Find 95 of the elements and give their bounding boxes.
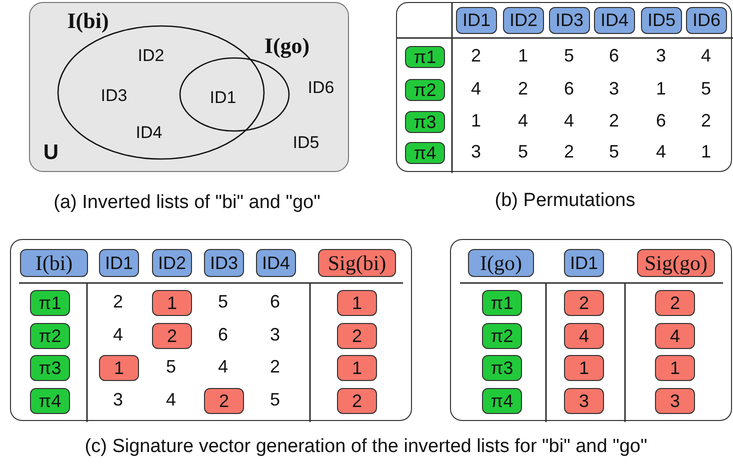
rank-value: 5 xyxy=(701,78,711,100)
rank-value: 1 xyxy=(656,78,666,100)
id-tag: ID4 xyxy=(594,7,635,34)
rank-value: 4 xyxy=(471,78,481,100)
permutation-tag: π3 xyxy=(482,355,522,381)
universe-box xyxy=(29,2,349,172)
rank-value: 1 xyxy=(701,142,711,162)
id-tag: I(bi) xyxy=(20,249,88,277)
figure-caption: (c) Signature vector generation of the inverted lists for "bi" and "go" xyxy=(84,436,648,458)
rank-value: 5 xyxy=(564,46,574,66)
permutation-tag: π3 xyxy=(405,111,445,133)
id-tag: ID2 xyxy=(503,7,544,34)
permutation-tag: π4 xyxy=(482,388,522,414)
id-tag: ID1 xyxy=(99,249,139,277)
value-highlight: 1 xyxy=(655,355,695,381)
rank-value: 2 xyxy=(609,110,619,132)
element-label: ID1 xyxy=(210,88,236,108)
value-highlight: 2 xyxy=(152,323,192,349)
permutation-tag: π1 xyxy=(405,46,445,68)
value-highlight: 3 xyxy=(655,388,695,414)
permutation-tag: π1 xyxy=(30,290,70,316)
rank-value: 4 xyxy=(518,110,528,132)
value-highlight: 2 xyxy=(564,290,604,316)
id-tag: I(go) xyxy=(468,249,534,277)
value-highlight: 3 xyxy=(564,388,604,414)
id-tag: ID4 xyxy=(256,249,296,277)
rank-value: 4 xyxy=(218,356,228,378)
rank-value: 3 xyxy=(270,324,280,346)
rank-value: 2 xyxy=(701,110,711,132)
rank-value: 4 xyxy=(701,46,711,66)
rank-value: 6 xyxy=(270,292,280,312)
rank-value: 6 xyxy=(564,78,574,100)
figure-caption: (b) Permutations xyxy=(494,190,636,212)
rank-value: 5 xyxy=(609,142,619,162)
universe-label: U xyxy=(43,141,59,165)
table-panel xyxy=(10,239,412,421)
rank-value: 4 xyxy=(564,110,574,132)
rank-value: 3 xyxy=(471,142,481,162)
permutation-tag: π3 xyxy=(30,355,70,381)
rank-value: 3 xyxy=(113,390,123,410)
table-panel xyxy=(450,239,732,421)
rank-value: 2 xyxy=(518,78,528,100)
rank-value: 4 xyxy=(166,390,176,410)
rank-value: 5 xyxy=(518,142,528,162)
permutation-tag: π2 xyxy=(405,79,445,101)
permutation-tag: π2 xyxy=(482,323,522,349)
permutation-tag: π1 xyxy=(482,290,522,316)
value-highlight: 1 xyxy=(564,355,604,381)
id-tag: ID6 xyxy=(686,7,727,34)
id-tag: ID3 xyxy=(549,7,590,34)
rank-value: 5 xyxy=(166,356,176,378)
rank-value: 2 xyxy=(270,356,280,378)
set-label: I(go) xyxy=(264,33,310,59)
element-label: ID4 xyxy=(136,123,162,143)
value-highlight: Sig(go) xyxy=(637,249,715,277)
id-tag: ID1 xyxy=(564,249,604,277)
rank-value: 6 xyxy=(218,324,228,346)
rank-value: 2 xyxy=(113,292,123,312)
id-tag: ID5 xyxy=(641,7,682,34)
figure-caption: (a) Inverted lists of "bi" and "go" xyxy=(54,192,320,214)
rank-value: 6 xyxy=(656,110,666,132)
value-highlight: 1 xyxy=(337,290,377,316)
id-tag: ID2 xyxy=(152,249,192,277)
rank-value: 1 xyxy=(471,110,481,132)
rank-value: 6 xyxy=(609,46,619,66)
value-highlight: 4 xyxy=(655,323,695,349)
permutation-tag: π4 xyxy=(405,142,445,164)
rank-value: 5 xyxy=(270,390,280,410)
element-label: ID2 xyxy=(138,46,164,66)
value-highlight: 2 xyxy=(655,290,695,316)
value-highlight: 1 xyxy=(99,355,139,381)
rank-value: 4 xyxy=(656,142,666,162)
set-label: I(bi) xyxy=(67,8,109,34)
id-tag: ID3 xyxy=(204,249,244,277)
element-label: ID3 xyxy=(100,86,128,106)
rank-value: 3 xyxy=(609,78,619,100)
value-highlight: 1 xyxy=(337,355,377,381)
rank-value: 3 xyxy=(656,46,666,66)
element-label: ID5 xyxy=(292,133,320,153)
rank-value: 1 xyxy=(518,46,528,66)
value-highlight: 2 xyxy=(204,388,244,414)
value-highlight: 2 xyxy=(337,388,377,414)
value-highlight: Sig(bi) xyxy=(318,249,396,277)
rank-value: 5 xyxy=(218,292,228,312)
permutation-tag: π4 xyxy=(30,388,70,414)
table-panel xyxy=(396,2,732,172)
value-highlight: 2 xyxy=(337,323,377,349)
value-highlight: 1 xyxy=(152,290,192,316)
rank-value: 2 xyxy=(564,142,574,162)
element-label: ID6 xyxy=(308,78,334,98)
rank-value: 2 xyxy=(471,46,481,66)
value-highlight: 4 xyxy=(564,323,604,349)
id-tag: ID1 xyxy=(456,7,497,34)
rank-value: 4 xyxy=(113,324,123,346)
permutation-tag: π2 xyxy=(30,323,70,349)
